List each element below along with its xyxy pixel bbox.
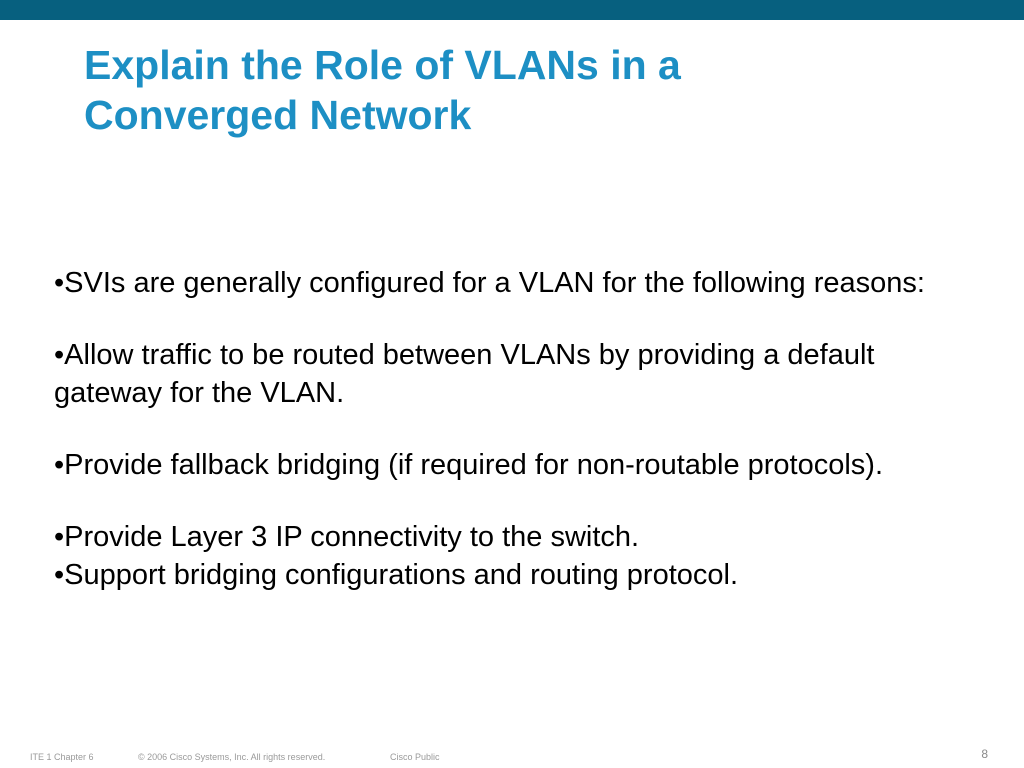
bullet-inter-vlan-routing: •Allow traffic to be routed between VLAN… [54,339,875,409]
footer-course-label: ITE 1 Chapter 6 [30,752,94,762]
page-number: 8 [981,747,988,761]
bullet-layer3-connectivity: •Provide Layer 3 IP connectivity to the … [54,521,640,553]
bullet-bridging-routing: •Support bridging configurations and rou… [54,559,739,591]
slide-title: Explain the Role of VLANs in a Converged… [84,40,984,140]
slide-title-line-1: Explain the Role of VLANs in a [84,42,681,88]
slide-body: •SVIs are generally configured for a VLA… [54,264,974,594]
footer-copyright: © 2006 Cisco Systems, Inc. All rights re… [138,752,326,762]
footer-classification: Cisco Public [390,752,440,762]
bullet-svi-reasons: •SVIs are generally configured for a VLA… [54,267,925,299]
top-banner-bar [0,0,1024,20]
bullet-fallback-bridging: •Provide fallback bridging (if required … [54,449,884,481]
slide-title-line-2: Converged Network [84,92,472,138]
